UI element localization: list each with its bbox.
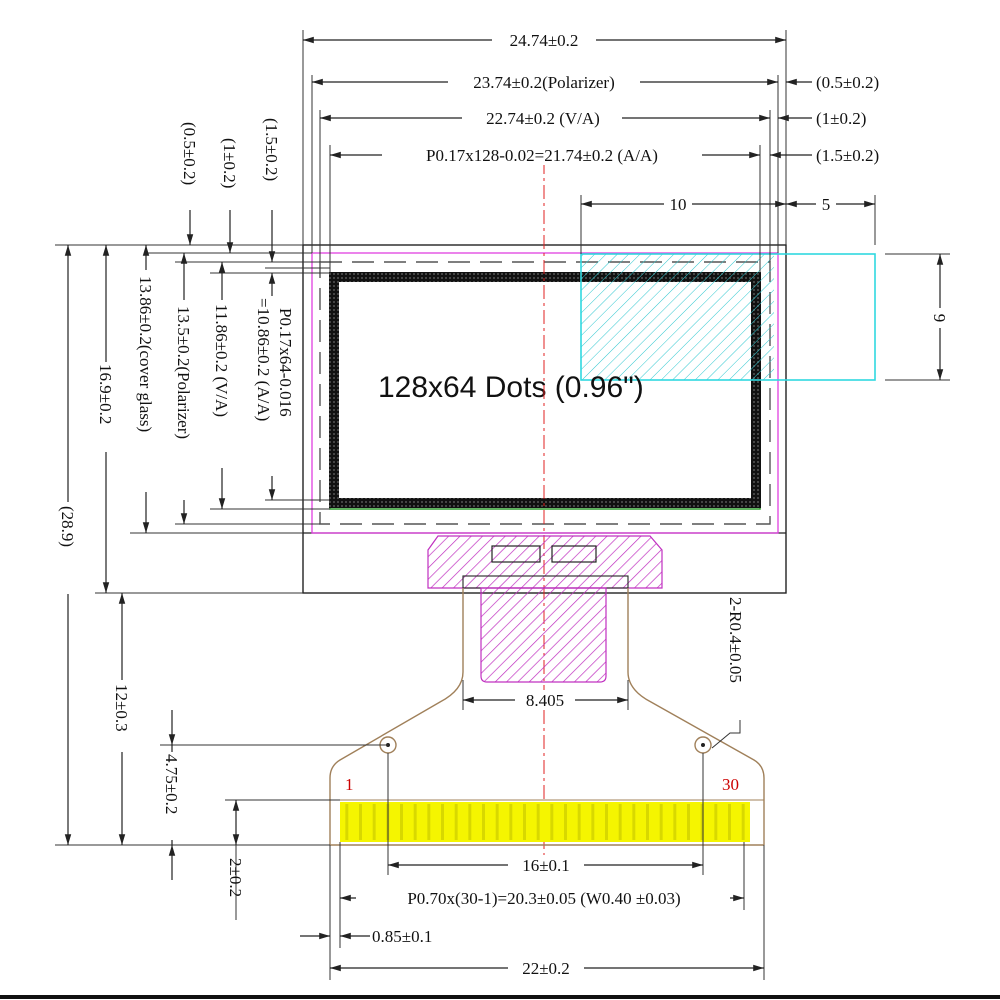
dim-polarizer-height: 13.5±0.2(Polarizer) <box>174 253 194 524</box>
svg-text:(1±0.2): (1±0.2) <box>816 109 866 128</box>
svg-text:22±0.2: 22±0.2 <box>522 959 570 978</box>
fpc-tail <box>329 575 765 846</box>
svg-text:4.75±0.2: 4.75±0.2 <box>162 754 181 814</box>
viewing-area-dashed <box>319 261 771 525</box>
svg-text:16±0.1: 16±0.1 <box>522 856 570 875</box>
svg-text:13.86±0.2(cover glass): 13.86±0.2(cover glass) <box>136 276 155 432</box>
dim-polarizer-width: 23.74±0.2(Polarizer) <box>312 72 778 92</box>
svg-text:(1.5±0.2): (1.5±0.2) <box>262 118 281 181</box>
dim-fpc-height: 12±0.3 <box>112 593 132 845</box>
svg-text:11.86±0.2 (V/A): 11.86±0.2 (V/A) <box>212 304 231 417</box>
svg-text:P0.17x128-0.02=21.74±0.2 (A/A): P0.17x128-0.02=21.74±0.2 (A/A) <box>426 146 658 165</box>
dim-pad-height: 2±0.2 <box>226 800 245 920</box>
dim-corner-radius: 2-R0.4±0.05 <box>711 597 745 749</box>
dim-va-height: 11.86±0.2 (V/A) <box>212 262 232 509</box>
svg-text:P0.70x(30-1)=20.3±0.05 (W0.40: P0.70x(30-1)=20.3±0.05 (W0.40 ±0.03) <box>407 889 680 908</box>
svg-text:13.5±0.2(Polarizer): 13.5±0.2(Polarizer) <box>174 306 193 439</box>
svg-text:9: 9 <box>930 314 949 323</box>
svg-text:23.74±0.2(Polarizer): 23.74±0.2(Polarizer) <box>473 73 615 92</box>
dim-fpc-width: 8.405 <box>463 690 628 710</box>
svg-text:=10.86±0.2 (A/A): =10.86±0.2 (A/A) <box>254 298 273 421</box>
dim-pin-pitch: P0.70x(30-1)=20.3±0.05 (W0.40 ±0.03) <box>340 888 744 908</box>
cyan-region <box>580 253 876 381</box>
alignment-hole-right <box>694 736 712 754</box>
svg-text:0.85±0.1: 0.85±0.1 <box>372 927 432 946</box>
svg-text:(0.5±0.2): (0.5±0.2) <box>180 122 199 185</box>
dim-panel-height: 16.9±0.2 <box>96 245 116 593</box>
svg-text:(28.9): (28.9) <box>58 506 77 547</box>
dim-five: 5 <box>786 194 875 214</box>
svg-text:22.74±0.2 (V/A): 22.74±0.2 (V/A) <box>486 109 600 128</box>
dim-edge-offset: 0.85±0.1 <box>300 927 432 946</box>
svg-text:8.405: 8.405 <box>526 691 564 710</box>
dim-aa-height: P0.17x64-0.016 =10.86±0.2 (A/A) <box>252 273 295 500</box>
dim-hole-spacing: 16±0.1 <box>388 855 703 875</box>
pin-last-label: 30 <box>722 775 739 794</box>
dim-fpc-total-width: 22±0.2 <box>330 958 764 978</box>
dim-top-offsets: (0.5±0.2) (1±0.2) (1.5±0.2) <box>180 118 281 262</box>
dim-nine: 9 <box>885 253 950 381</box>
dim-aa-width: P0.17x128-0.02=21.74±0.2 (A/A) <box>330 145 760 165</box>
contact-pads <box>340 802 750 842</box>
dim-total-height: (28.9) <box>58 245 78 845</box>
dim-va-width: 22.74±0.2 (V/A) <box>320 108 770 128</box>
svg-text:10: 10 <box>670 195 687 214</box>
driver-ic <box>427 535 663 589</box>
svg-text:P0.17x64-0.016: P0.17x64-0.016 <box>276 308 295 417</box>
svg-text:(0.5±0.2): (0.5±0.2) <box>816 73 879 92</box>
svg-text:16.9±0.2: 16.9±0.2 <box>96 364 115 424</box>
svg-text:24.74±0.2: 24.74±0.2 <box>510 31 579 50</box>
polarizer-outline <box>311 252 779 534</box>
svg-text:5: 5 <box>822 195 831 214</box>
svg-text:2±0.2: 2±0.2 <box>226 858 245 897</box>
active-area <box>329 272 761 510</box>
dim-cover-glass: 13.86±0.2(cover glass) <box>136 245 156 533</box>
svg-text:2-R0.4±0.05: 2-R0.4±0.05 <box>726 597 745 683</box>
svg-text:12±0.3: 12±0.3 <box>112 684 131 732</box>
svg-text:(1.5±0.2): (1.5±0.2) <box>816 146 879 165</box>
dim-total-width: 24.74±0.2 <box>303 30 786 50</box>
dim-ten: 10 <box>581 194 786 214</box>
pin-first-label: 1 <box>345 775 354 794</box>
display-resolution-label: 128x64 Dots (0.96") <box>378 371 644 404</box>
dim-right-offsets: (0.5±0.2) (1±0.2) (1.5±0.2) <box>770 73 879 165</box>
dim-hole-height: 4.75±0.2 <box>162 710 182 880</box>
svg-text:(1±0.2): (1±0.2) <box>220 138 239 188</box>
